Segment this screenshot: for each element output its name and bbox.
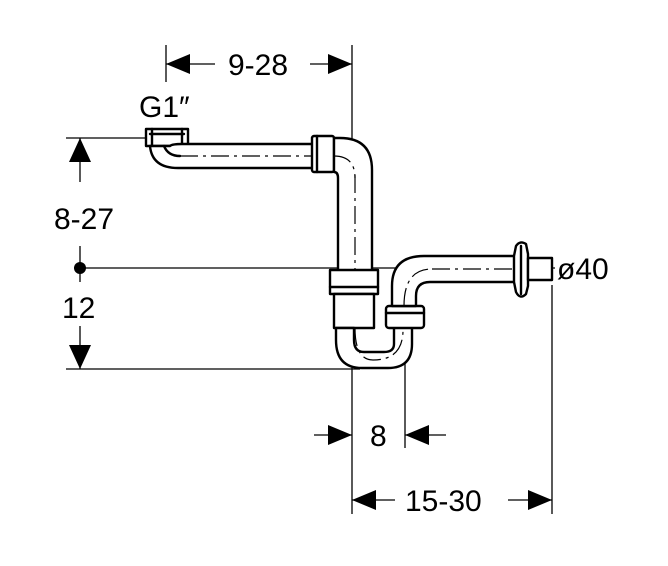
arm-collar [310, 134, 336, 174]
dimension-bottom-8: 8 [314, 360, 446, 453]
vertical-sleeve-nut [328, 268, 380, 296]
dimension-bottom-15-30: 15-30 [351, 285, 553, 518]
outlet-end [526, 256, 554, 282]
upper-elbow [332, 136, 374, 274]
riser-nut [384, 304, 426, 330]
dim-top-label: 9-28 [228, 49, 288, 82]
dimension-top-9-28: 9-28 [165, 45, 353, 372]
dim-left-upper-label: 8-27 [54, 203, 114, 236]
thread-label: G1″ [139, 91, 190, 124]
u-trap [334, 324, 414, 370]
vertical-sleeve [332, 292, 376, 330]
dim-bottom-small-label: 8 [370, 420, 387, 453]
diameter-label: ø40 [557, 253, 609, 286]
dim-bottom-large-label: 15-30 [405, 485, 482, 518]
outlet-bend [390, 254, 526, 308]
siphon-pipe [144, 127, 554, 370]
dim-left-lower-label: 12 [62, 292, 95, 325]
